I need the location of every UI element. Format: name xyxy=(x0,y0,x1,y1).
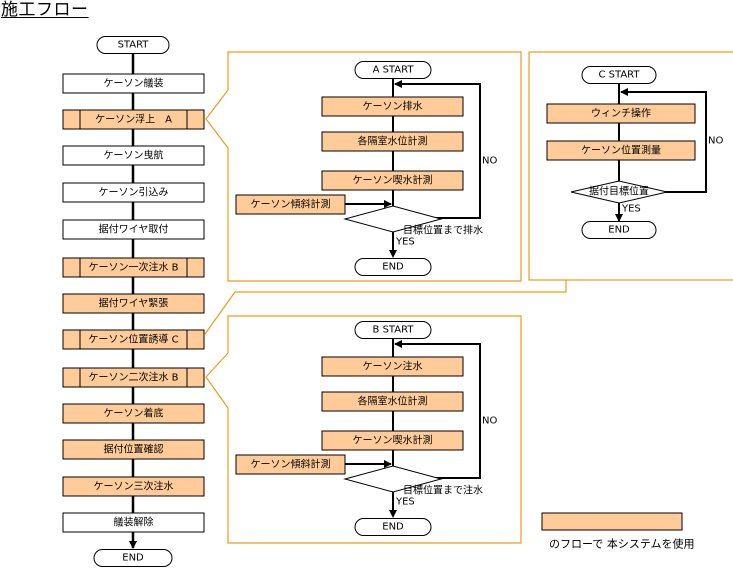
panel_a-loop-arrow-icon xyxy=(394,80,402,88)
panel_c-end-arrow-icon xyxy=(615,214,623,222)
panel_a-decision-label: 目標位置まで排水 xyxy=(403,224,483,237)
panel_b-step-3-label: ケーソン喫水計測 xyxy=(353,434,433,447)
panel_c-decision xyxy=(570,180,668,204)
panel_c-step-2 xyxy=(546,140,696,161)
main-step-2-label: ケーソン浮上 A xyxy=(95,114,172,126)
panel_b-decision xyxy=(343,465,443,493)
panel_c-loop-line xyxy=(621,91,707,193)
main-step-9-label: ケーソン二次注水 B xyxy=(88,371,178,384)
panel_a-loop-line xyxy=(395,83,481,219)
panel_a-end-terminal-label: END xyxy=(382,262,404,273)
panel_a-start-terminal xyxy=(354,61,432,79)
main-step-6 xyxy=(62,257,205,278)
panel_a-no-label: NO xyxy=(482,156,497,167)
panel_a-step-2 xyxy=(321,131,464,152)
panel_a-step-1-label: ケーソン排水 xyxy=(363,100,423,113)
main-step-1-label: ケーソン艤装 xyxy=(104,77,164,90)
main-step-7-label: 据付ワイヤ緊張 xyxy=(99,297,169,310)
panel_a-step-2-label: 各隔室水位計測 xyxy=(358,135,428,148)
panel_b-no-label: NO xyxy=(482,416,497,427)
main-step-6-label: ケーソン一次注水 B xyxy=(88,261,178,274)
panel_a-end-terminal xyxy=(354,258,432,276)
main-step-10-label: ケーソン着底 xyxy=(104,407,164,420)
panel-c-border xyxy=(528,52,733,281)
panel_b-end-terminal-label: END xyxy=(382,522,404,533)
panel_a-step-3 xyxy=(321,170,464,191)
panel_a-yes-label: YES xyxy=(395,237,415,248)
main-step-5-label: 据付ワイヤ取付 xyxy=(99,223,169,236)
panel_c-start-terminal xyxy=(581,66,657,84)
panel_b-end-terminal xyxy=(354,518,432,536)
legend-swatch xyxy=(541,512,683,531)
panel_c-loop-arrow-icon xyxy=(620,88,628,96)
panel_b-step-2-label: 各隔室水位計測 xyxy=(358,395,428,408)
main-step-7 xyxy=(62,293,205,314)
panel_c-end-terminal xyxy=(581,221,657,239)
panel_a-step-3-label: ケーソン喫水計測 xyxy=(353,174,433,187)
panel_c-step-1 xyxy=(546,103,696,124)
main-start-terminal-label: START xyxy=(118,40,150,51)
main-step-2 xyxy=(62,109,205,130)
panel_c-yes-label: YES xyxy=(621,204,641,215)
page-title: 施工フロー xyxy=(1,0,89,20)
panel_a-step-1 xyxy=(321,96,464,117)
panel_b-side-arrow-icon xyxy=(384,460,392,468)
panel_b-step-2 xyxy=(321,391,464,412)
panel_c-start-terminal-label: C START xyxy=(598,70,640,81)
panel_c-step-2-label: ケーソン位置測量 xyxy=(581,144,661,157)
panel_b-end-arrow-icon xyxy=(389,510,397,518)
panel_b-loop-arrow-icon xyxy=(394,340,402,348)
main-arrow-down-icon xyxy=(129,541,137,549)
main-step-13 xyxy=(62,512,205,533)
main-step-9 xyxy=(62,367,205,388)
panel_a-side-arrow-icon xyxy=(384,200,392,208)
main-step-13-label: 艤装解除 xyxy=(114,516,154,529)
panel_b-start-terminal-label: B START xyxy=(373,325,415,336)
main-start-terminal xyxy=(96,36,170,54)
legend-text: のフローで 本システムを使用 xyxy=(549,537,695,551)
main-end-terminal-label: END xyxy=(122,553,144,564)
main-step-11-label: 据付位置確認 xyxy=(104,443,164,456)
panel_b-start-terminal xyxy=(354,321,432,339)
panel_a-end-arrow-icon xyxy=(389,250,397,258)
main-step-8 xyxy=(62,329,205,350)
panel_b-step-1 xyxy=(321,356,464,377)
panel-c-connector xyxy=(204,280,567,335)
panel_b-decision-label: 目標位置まで注水 xyxy=(403,484,483,497)
panel_b-step-1-label: ケーソン注水 xyxy=(363,360,423,373)
panel_c-end-terminal-label: END xyxy=(608,225,630,236)
main-step-12-label: ケーソン三次注水 xyxy=(94,480,174,493)
main-step-8-label: ケーソン位置誘導 C xyxy=(88,333,178,346)
main-step-3-label: ケーソン曳航 xyxy=(104,149,164,162)
panel_a-decision xyxy=(343,205,443,233)
main-step-11 xyxy=(62,439,205,460)
main-step-5 xyxy=(62,219,205,240)
panel_b-yes-label: YES xyxy=(395,497,415,508)
main-end-terminal xyxy=(93,549,173,567)
main-step-1 xyxy=(62,73,205,94)
panel_b-step-3 xyxy=(321,430,464,451)
main-step-4-label: ケーソン引込み xyxy=(99,187,169,199)
panel-a-border xyxy=(205,51,522,282)
panel_b-side-input-label: ケーソン傾斜計測 xyxy=(251,458,331,471)
panel_b-loop-line xyxy=(395,343,481,479)
panel_c-no-label: NO xyxy=(708,136,723,147)
panel_a-start-terminal-label: A START xyxy=(373,65,415,76)
main-step-4 xyxy=(62,182,205,203)
main-step-3 xyxy=(62,145,205,166)
main-step-12 xyxy=(62,476,205,497)
panel_a-side-input-label: ケーソン傾斜計測 xyxy=(251,198,331,211)
panel-b-border xyxy=(205,315,522,544)
panel_c-step-1-label: ウィンチ操作 xyxy=(591,107,651,120)
main-step-10 xyxy=(62,403,205,424)
panel_c-decision-label: 据付目標位置 xyxy=(589,185,649,198)
